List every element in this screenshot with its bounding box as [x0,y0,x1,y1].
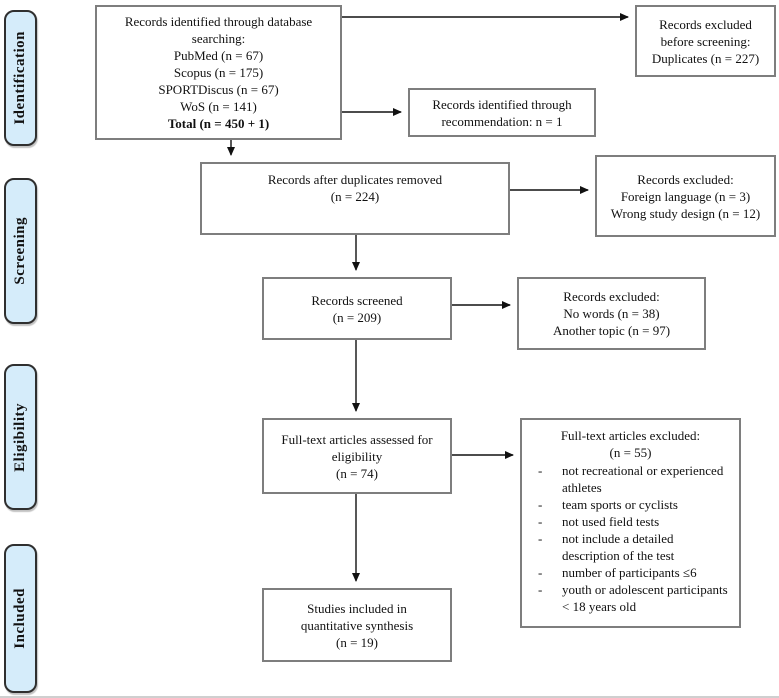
phase-eligibility: Eligibility [4,364,37,510]
phase-included: Included [4,544,37,693]
box-screening-excluded-lines: Records excluded:Foreign language (n = 3… [610,171,761,221]
phase-identification-label: Identification [12,31,28,125]
box-database-searching-total: Total (n = 450 + 1) [167,116,270,131]
figure-bottom-border [0,696,779,698]
phase-identification: Identification [4,10,37,146]
phase-screening: Screening [4,178,37,324]
box-screening-excluded: Records excluded:Foreign language (n = 3… [595,155,776,237]
box-fulltext-excluded-list: -not recreational or experienced athlete… [538,463,728,614]
box-after-duplicates-lines: Records after duplicates removed(n = 224… [267,172,443,204]
phase-screening-label: Screening [12,217,28,285]
phase-included-label: Included [12,588,28,649]
box-records-excluded-lines: Records excluded:No words (n = 38)Anothe… [552,289,671,338]
box-after-duplicates: Records after duplicates removed(n = 224… [200,162,510,235]
box-records-screened-lines: Records screened(n = 209) [311,292,403,325]
box-records-screened: Records screened(n = 209) [262,277,452,340]
box-fulltext-excluded-title: Full-text articles excluded:(n = 55) [560,428,701,460]
phase-eligibility-label: Eligibility [12,402,28,472]
box-fulltext-excluded: Full-text articles excluded:(n = 55) -no… [520,418,741,628]
box-records-excluded: Records excluded:No words (n = 38)Anothe… [517,277,706,350]
